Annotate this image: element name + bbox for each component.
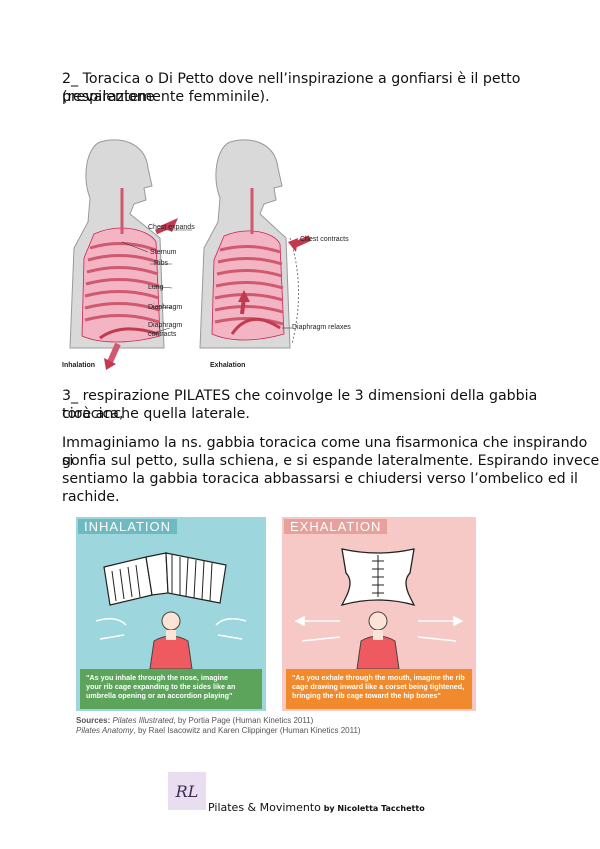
footer-logo: RL <box>168 772 206 810</box>
source2-title: Pilates Anatomy <box>76 726 134 735</box>
breathing-anatomy-figure: Chest expands Sternum Ribs Lung Diaphrag… <box>60 138 376 376</box>
exhalation-figure <box>199 139 312 349</box>
label-diaphragm: Diaphragm <box>148 304 183 311</box>
inhalation-quote-box: "As you inhale through the nose, imagine… <box>80 669 262 709</box>
sources-line1: Sources: Pilates Illustrated, by Portia … <box>76 716 313 725</box>
source1-title: Pilates Illustrated <box>112 716 174 725</box>
caption-exhalation: Exhalation <box>210 362 246 369</box>
sources-label: Sources: <box>76 716 111 725</box>
exhalation-title: EXHALATION <box>284 519 388 534</box>
inhalation-panel: INHALATION "As you inhale through the no… <box>76 517 266 711</box>
sources-line2: Pilates Anatomy, by Rael Isacowitz and K… <box>76 726 361 735</box>
footer-brand-line: Pilates & Movimento by Nicoletta Tacchet… <box>208 796 425 815</box>
accordion-illustration <box>95 552 247 669</box>
footer-author: by Nicoletta Tacchetto <box>320 804 425 813</box>
paragraph-line1: Immaginiamo la ns. gabbia toracica come … <box>62 435 588 469</box>
paragraph-line3: sentiamo la gabbia toracica abbassarsi e… <box>62 471 578 487</box>
label-ribs: Ribs <box>154 260 169 267</box>
label-lung: Lung <box>148 284 164 291</box>
inhalation-quote-line3: umbrella opening or an accordion playing… <box>86 691 233 700</box>
label-diaphragm-contracts-1: Diaphragm <box>148 322 183 329</box>
footer-brand: Pilates & Movimento <box>208 801 321 814</box>
caption-inhalation: Inhalation <box>62 362 96 369</box>
inhalation-quote-line1: "As you inhale through the nose, imagine <box>86 673 228 682</box>
label-chest-expands: Chest expands <box>148 224 195 231</box>
exhalation-quote-box: "As you exhale through the mouth, imagin… <box>286 669 472 709</box>
logo-text: RL <box>175 781 199 801</box>
label-chest-contracts: Chest contracts <box>300 236 349 243</box>
section3-line1: 3_ respirazione PILATES che coinvolge le… <box>62 388 538 422</box>
paragraph-line4: rachide. <box>62 489 120 505</box>
inhalation-quote-line2: your rib cage expanding to the sides lik… <box>86 682 236 691</box>
inhalation-title: INHALATION <box>78 519 178 534</box>
anatomy-illustration <box>69 139 312 370</box>
label-sternum: Sternum <box>150 249 177 256</box>
paragraph-line2: gonfia sul petto, sulla schiena, e si es… <box>62 453 600 469</box>
label-diaphragm-contracts-2: contracts <box>148 331 177 338</box>
section2-line1: 2_ Toracica o Di Petto dove nell’inspira… <box>62 71 521 105</box>
inhalation-figure <box>69 139 178 370</box>
exhalation-quote-line2: cage drawing inward like a corset being … <box>292 682 465 691</box>
source1-rest: , by Portia Page (Human Kinetics 2011) <box>173 716 314 725</box>
exhalation-quote-line1: "As you exhale through the mouth, imagin… <box>292 673 465 682</box>
section3-line2: cioè anche quella laterale. <box>62 406 250 422</box>
exhalation-quote-line3: bringing the rib cage toward the hip bon… <box>292 691 441 700</box>
corset-illustration <box>294 548 464 669</box>
source2-rest: , by Rael Isacowitz and Karen Clippinger… <box>133 726 361 735</box>
exhalation-panel: EXHALATION "As you exhale through the mo… <box>282 517 476 711</box>
section2-line2: prevalentemente femminile). <box>62 89 270 105</box>
label-diaphragm-relaxes: Diaphragm relaxes <box>292 324 351 331</box>
